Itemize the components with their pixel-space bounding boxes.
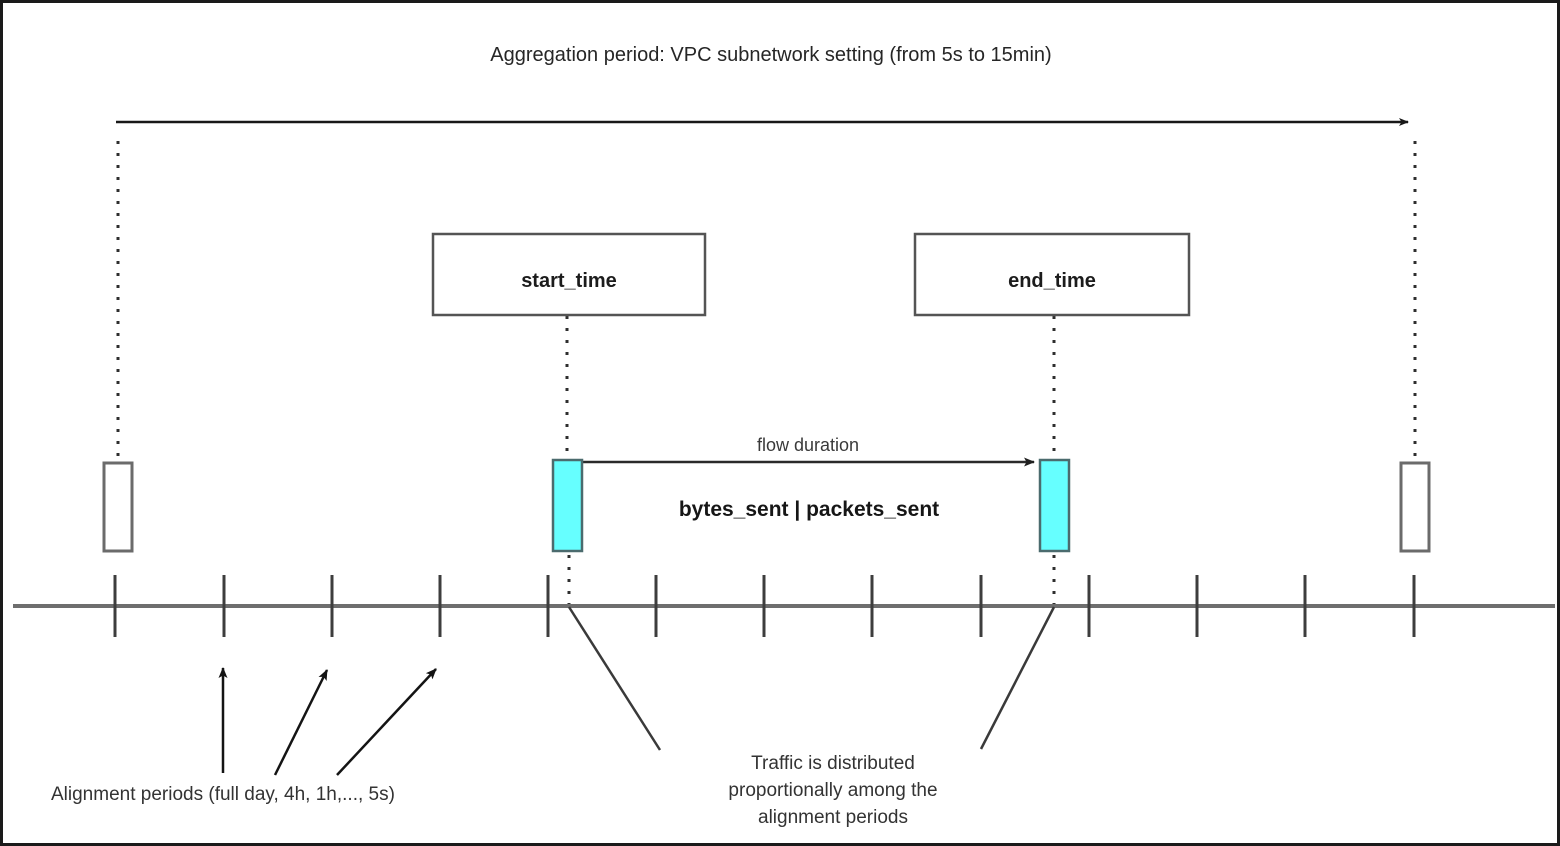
end-time-box[interactable]: end_time	[913, 232, 1191, 317]
traffic-distribution-note: Traffic is distributed proportionally am…	[728, 753, 937, 828]
marker-flow-end-bar	[1038, 458, 1071, 553]
leader-line-start	[567, 606, 662, 751]
start-time-box-rect	[431, 232, 707, 317]
vpc-flow-aggregation-diagram: Aggregation period: VPC subnetwork setti…	[13, 44, 1555, 828]
alignment-arrow-diagonal-1	[273, 669, 329, 776]
leader-line-end	[979, 606, 1056, 750]
traffic-note-line-2: proportionally among the	[728, 780, 937, 801]
marker-flow-start-bar	[551, 458, 584, 553]
alignment-period-arrows	[218, 667, 437, 776]
dotted-guides	[116, 141, 1417, 607]
diagram-title: Aggregation period: VPC subnetwork setti…	[490, 44, 1051, 66]
alignment-arrow-diagonal-2	[336, 668, 437, 776]
flow-metrics-label: bytes_sent | packets_sent	[679, 498, 939, 521]
traffic-note-line-3: alignment periods	[758, 807, 908, 828]
marker-aggregation-start-bar	[102, 461, 134, 553]
flow-duration-label: flow duration	[757, 435, 859, 455]
start-time-box[interactable]: start_time	[431, 232, 707, 317]
marker-aggregation-end-bar	[1399, 461, 1431, 553]
start-time-box-label: start_time	[521, 270, 617, 292]
traffic-note-leaders	[567, 606, 1056, 751]
timeline-ticks	[113, 575, 1416, 637]
end-time-box-label: end_time	[1008, 270, 1096, 292]
traffic-note-line-1: Traffic is distributed	[751, 753, 915, 774]
alignment-periods-caption: Alignment periods (full day, 4h, 1h,...,…	[51, 784, 395, 805]
end-time-box-rect	[913, 232, 1191, 317]
timeline-markers	[102, 458, 1431, 553]
flow-duration-group: flow duration bytes_sent | packets_sent	[581, 435, 1035, 521]
